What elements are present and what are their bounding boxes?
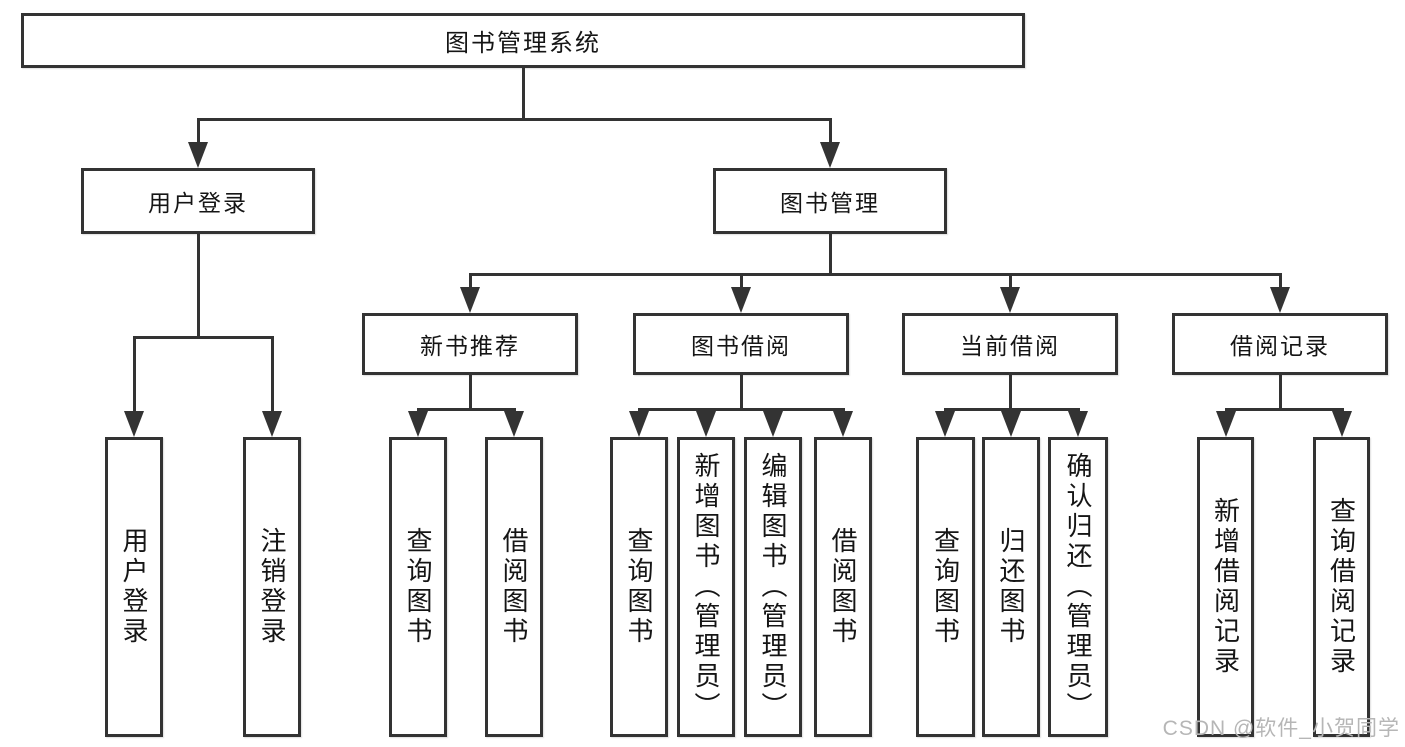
node-new-book-recommend: 新书推荐 [362, 313, 578, 375]
arrowhead-down-icon [1332, 411, 1352, 437]
connector-rail [416, 408, 516, 411]
node-label: 查询借阅记录 [1326, 497, 1357, 677]
arrowhead-down-icon [460, 287, 480, 313]
node-label: 新增借阅记录 [1210, 497, 1241, 677]
connector-stem [1008, 273, 1012, 289]
node-label: 归还图书 [996, 527, 1026, 647]
connector-stem [132, 336, 136, 413]
arrowhead-down-icon [629, 411, 649, 437]
connector-stem [828, 234, 832, 276]
connector-stem [739, 273, 743, 289]
arrowhead-down-icon [124, 411, 144, 437]
arrowhead-down-icon [935, 411, 955, 437]
node-label: 借阅图书 [499, 527, 529, 647]
node-library-management-system: 图书管理系统 [21, 13, 1025, 68]
connector-stem [196, 118, 200, 144]
leaf-return-books: 归还图书 [982, 437, 1040, 737]
connector-rail [196, 118, 832, 121]
connector-stem [468, 273, 472, 289]
connector-stem [739, 375, 743, 411]
arrowhead-down-icon [763, 411, 783, 437]
arrowhead-down-icon [408, 411, 428, 437]
node-book-borrowing: 图书借阅 [633, 313, 849, 375]
node-label: 当前借阅 [960, 333, 1060, 359]
connector-stem [841, 408, 845, 413]
connector-rail [1224, 408, 1344, 411]
leaf-query-books-recommend: 查询图书 [389, 437, 447, 737]
watermark: CSDN @软件_小贺同学 [1162, 717, 1400, 740]
connector-stem [1224, 408, 1228, 413]
node-borrowing-records: 借阅记录 [1172, 313, 1388, 375]
connector-stem [468, 375, 472, 411]
node-current-borrowing: 当前借阅 [902, 313, 1118, 375]
node-label: 借阅图书 [828, 527, 858, 647]
leaf-edit-books-admin: 编辑图书（管理员） [744, 437, 802, 737]
connector-rail [132, 336, 274, 339]
connector-stem [416, 408, 420, 413]
arrowhead-down-icon [504, 411, 524, 437]
arrowhead-down-icon [262, 411, 282, 437]
arrowhead-down-icon [1001, 411, 1021, 437]
connector-stem [1278, 273, 1282, 289]
connector-stem [637, 408, 641, 413]
node-label: 查询图书 [624, 527, 654, 647]
arrowhead-down-icon [1000, 287, 1020, 313]
node-book-management: 图书管理 [713, 168, 947, 234]
connector-stem [196, 234, 200, 339]
connector-stem [1278, 375, 1282, 411]
node-label: 用户登录 [148, 190, 248, 216]
leaf-user-login: 用户登录 [105, 437, 163, 737]
node-label: 查询图书 [930, 527, 961, 647]
node-label: 确认归还（管理员） [1063, 452, 1093, 722]
connector-rail [637, 408, 845, 411]
connector-stem [521, 68, 525, 121]
arrowhead-down-icon [1270, 287, 1290, 313]
leaf-logout: 注销登录 [243, 437, 301, 737]
leaf-confirm-return-admin: 确认归还（管理员） [1048, 437, 1108, 737]
connector-stem [1009, 408, 1013, 413]
arrowhead-down-icon [1068, 411, 1088, 437]
leaf-borrow-books-recommend: 借阅图书 [485, 437, 543, 737]
connector-rail [468, 273, 1282, 276]
connector-stem [828, 118, 832, 144]
connector-stem [270, 336, 274, 413]
connector-stem [1340, 408, 1344, 413]
leaf-query-books-current: 查询图书 [916, 437, 975, 737]
leaf-add-borrow-record: 新增借阅记录 [1197, 437, 1254, 737]
leaf-query-books-borrowing: 查询图书 [610, 437, 668, 737]
node-label: 图书管理 [780, 190, 880, 216]
node-label: 图书借阅 [691, 333, 791, 359]
leaf-borrow-books-borrowing: 借阅图书 [814, 437, 872, 737]
arrowhead-down-icon [833, 411, 853, 437]
connector-stem [1008, 375, 1012, 411]
connector-stem [512, 408, 516, 413]
node-label: 新增图书（管理员） [691, 452, 721, 722]
node-label: 新书推荐 [420, 333, 520, 359]
node-user-login: 用户登录 [81, 168, 315, 234]
node-label: 注销登录 [257, 527, 287, 647]
arrowhead-down-icon [820, 142, 840, 168]
connector-stem [704, 408, 708, 413]
leaf-query-borrow-record: 查询借阅记录 [1313, 437, 1370, 737]
arrowhead-down-icon [1216, 411, 1236, 437]
node-label: 借阅记录 [1230, 333, 1330, 359]
node-label: 编辑图书（管理员） [758, 452, 788, 722]
arrowhead-down-icon [696, 411, 716, 437]
leaf-add-books-admin: 新增图书（管理员） [677, 437, 735, 737]
node-label: 用户登录 [119, 527, 149, 647]
arrowhead-down-icon [731, 287, 751, 313]
connector-stem [1076, 408, 1080, 413]
node-label: 查询图书 [403, 527, 433, 647]
connector-stem [771, 408, 775, 413]
arrowhead-down-icon [188, 142, 208, 168]
connector-stem [943, 408, 947, 413]
node-label: 图书管理系统 [445, 30, 601, 57]
